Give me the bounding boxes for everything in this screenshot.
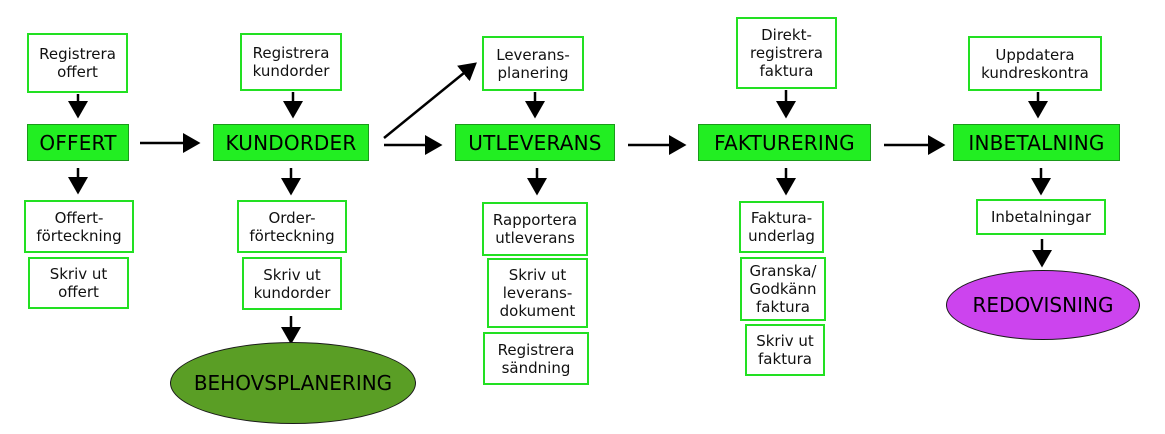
inbetalningar-box: Inbetalningar [976,199,1106,235]
registrera-kundorder-box: Registrera kundorder [240,33,342,91]
granska-godkann-faktura-box: Granska/ Godkänn faktura [740,257,826,321]
fakturering-box: FAKTURERING [698,124,871,161]
leveransplanering-box: Leverans- planering [482,36,584,91]
registrera-offert-box: Registrera offert [27,33,128,93]
rapportera-utleverans-box: Rapportera utleverans [482,202,588,256]
behovsplanering-ellipse: BEHOVSPLANERING [170,342,416,424]
redovisning-ellipse: REDOVISNING [946,270,1140,340]
orderforteckning-box: Order- förteckning [237,200,347,253]
uppdatera-kundreskontra-box: Uppdatera kundreskontra [968,36,1102,91]
inbetalning-box: INBETALNING [953,124,1120,161]
kundorder-box: KUNDORDER [213,124,369,161]
arrow-kundorder-leveransplanering [383,62,477,139]
offertforteckning-box: Offert- förteckning [24,200,134,253]
offert-box: OFFERT [27,124,129,161]
fakturaunderlag-box: Faktura- underlag [739,201,824,253]
utleverans-box: UTLEVERANS [455,124,615,161]
skriv-ut-kundorder-box: Skriv ut kundorder [242,257,342,310]
skriv-ut-faktura-box: Skriv ut faktura [745,324,825,376]
direktregistrera-faktura-box: Direkt- registrera faktura [736,17,837,89]
skriv-ut-leveransdokument-box: Skriv ut leverans- dokument [487,258,588,328]
skriv-ut-offert-box: Skriv ut offert [28,257,129,309]
registrera-sandning-box: Registrera sändning [483,332,589,385]
